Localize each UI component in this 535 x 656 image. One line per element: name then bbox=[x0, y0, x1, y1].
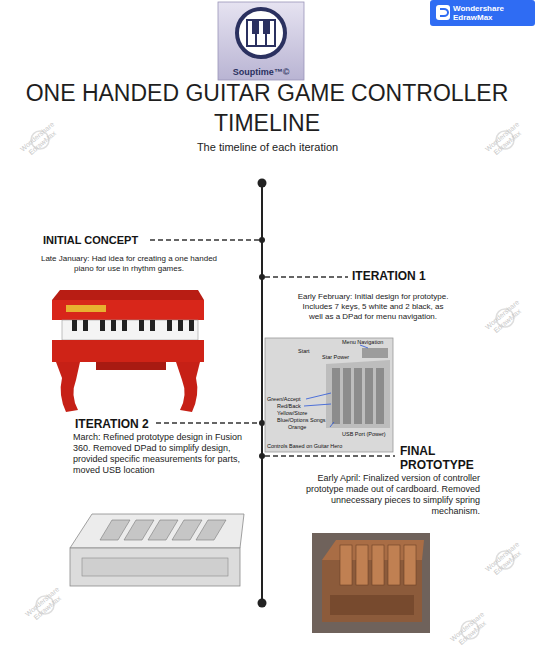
logo-ground bbox=[218, 2, 304, 80]
render-dpad bbox=[362, 348, 388, 358]
photo-ground bbox=[312, 533, 430, 633]
part-label: Yellow/Store bbox=[277, 410, 307, 417]
prototype-photo bbox=[312, 533, 430, 633]
render-slot bbox=[82, 558, 228, 576]
logo-black-key bbox=[263, 20, 270, 34]
piano-leg bbox=[56, 362, 80, 412]
piano-black-keys bbox=[72, 320, 194, 331]
watermark: Wondershare EdrawMax bbox=[480, 537, 530, 583]
timeline-event: INITIAL CONCEPT Late January: Had idea fo… bbox=[40, 233, 218, 273]
event-description: March: Refined prototype design in Fusio… bbox=[73, 432, 256, 476]
logo-ring bbox=[237, 9, 285, 57]
cardboard-keys bbox=[340, 545, 416, 585]
event-description: Late January: Had idea for creating a on… bbox=[40, 254, 218, 273]
part-label: Menu Navigation bbox=[342, 339, 383, 346]
timeline-end bbox=[258, 599, 267, 608]
timeline-dot bbox=[259, 420, 265, 426]
part-label: Red/Back bbox=[277, 403, 301, 410]
part-label: Start bbox=[298, 348, 310, 355]
part-label: Star Power bbox=[322, 354, 349, 361]
watermark: Wondershare EdrawMax bbox=[445, 607, 495, 653]
part-label: Controls Based on Guitar Hero bbox=[267, 443, 342, 450]
watermark: Wondershare EdrawMax bbox=[480, 295, 530, 341]
cad-render-2 bbox=[70, 514, 244, 586]
piano-keys bbox=[62, 320, 198, 340]
logo-wordmark: Souptime™© bbox=[218, 67, 304, 78]
event-description: Early February: Initial design for proto… bbox=[296, 292, 450, 322]
part-label: Orange bbox=[288, 424, 306, 431]
render-front bbox=[70, 548, 240, 586]
event-heading: FINAL PROTOTYPE bbox=[400, 444, 480, 472]
watermark: Wondershare EdrawMax bbox=[480, 117, 530, 163]
render-ground bbox=[265, 338, 393, 452]
timeline-event: ITERATION 2March: Refined prototype desi… bbox=[73, 417, 256, 476]
watermark: Wondershare EdrawMax bbox=[20, 582, 70, 628]
piano-badge bbox=[66, 305, 106, 312]
event-heading: ITERATION 1 bbox=[352, 269, 450, 284]
piano-leg bbox=[176, 362, 200, 412]
timeline-event: FINAL PROTOTYPEEarly April: Finalized ve… bbox=[288, 444, 480, 517]
timeline-dot bbox=[259, 237, 265, 243]
diagram-title: ONE HANDED GUITAR GAME CONTROLLER TIMELI… bbox=[17, 78, 517, 138]
cardboard-front bbox=[330, 595, 414, 615]
badge-ground bbox=[430, 0, 535, 26]
leader-line bbox=[265, 276, 348, 277]
diagram-caption: The timeline of each iteration bbox=[0, 140, 535, 154]
badge-icon-mark bbox=[440, 9, 448, 16]
badge bbox=[430, 0, 535, 26]
timeline-event: ITERATION 1 Early February: Initial desig… bbox=[296, 269, 450, 322]
piano-front bbox=[52, 300, 204, 320]
logo bbox=[218, 2, 304, 80]
toy-piano bbox=[52, 290, 204, 412]
event-description: Early April: Finalized version of contro… bbox=[288, 473, 480, 517]
render-keys bbox=[100, 520, 226, 540]
render-keys bbox=[332, 368, 384, 424]
leader-line bbox=[156, 422, 259, 423]
watermark: Wondershare EdrawMax bbox=[15, 117, 65, 163]
badge-text: Wondershare EdrawMax bbox=[453, 4, 523, 22]
render-top bbox=[70, 514, 244, 548]
watermark-icons bbox=[31, 131, 514, 639]
timeline-dot bbox=[259, 274, 265, 280]
render-arrows bbox=[304, 345, 368, 427]
timeline-dot bbox=[259, 453, 265, 459]
logo-keys bbox=[247, 20, 275, 46]
part-label: Green/Accept bbox=[267, 396, 301, 403]
event-heading: ITERATION 2 bbox=[75, 417, 256, 432]
part-label: USB Port (Power) bbox=[342, 431, 386, 438]
event-heading: INITIAL CONCEPT bbox=[43, 233, 218, 247]
leader-line bbox=[150, 239, 259, 240]
piano-base bbox=[96, 362, 166, 370]
timeline-axis bbox=[261, 183, 263, 603]
logo-black-key bbox=[252, 20, 259, 34]
timeline-end bbox=[258, 179, 267, 188]
leader-line bbox=[265, 455, 395, 456]
piano-lid bbox=[52, 290, 204, 300]
render-housing bbox=[326, 360, 390, 428]
piano-body bbox=[52, 340, 204, 362]
badge-icon bbox=[436, 5, 450, 20]
part-label: Blue/Options Songs bbox=[277, 417, 326, 424]
cad-render-1 bbox=[265, 338, 393, 452]
